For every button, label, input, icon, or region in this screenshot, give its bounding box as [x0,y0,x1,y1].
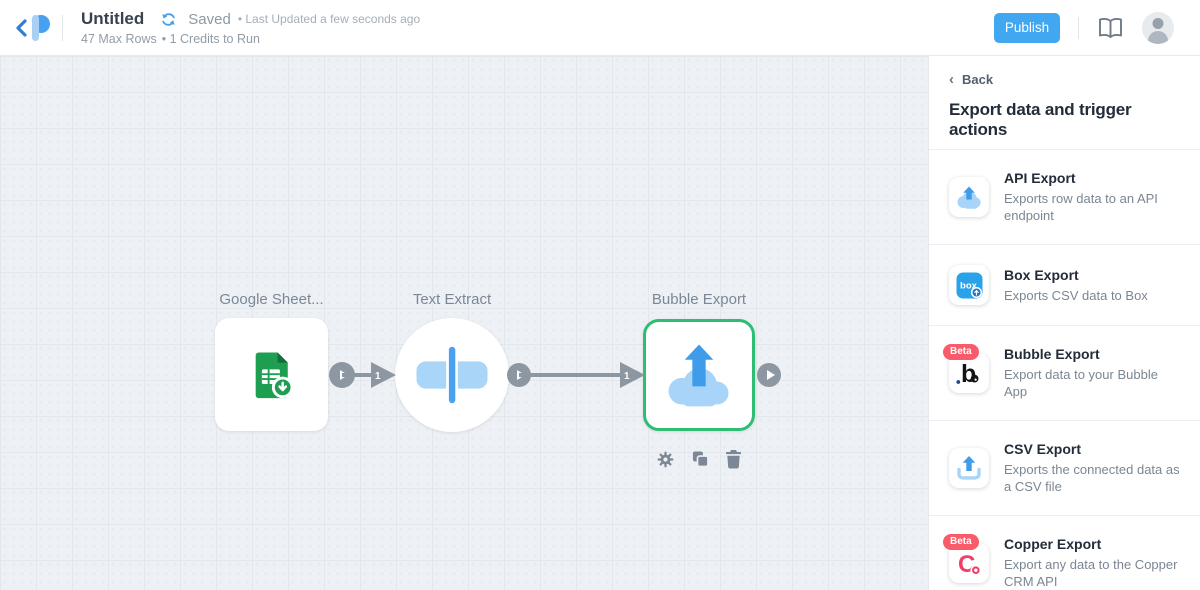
parabola-logo[interactable] [14,13,52,43]
api-export-tile [949,177,989,217]
app-header: Untitled Saved • Last Updated a few seco… [0,0,1200,56]
node-label-google-sheets: Google Sheet... [219,291,324,308]
output-port-bubble-export[interactable] [757,363,781,387]
node-google-sheets[interactable] [215,318,328,431]
credits-text: • 1 Credits to Run [161,32,260,46]
edge-gs-to-te [342,373,374,377]
last-updated-text: • Last Updated a few seconds ago [237,12,421,26]
item-description: Export any data to the Copper CRM API [1004,557,1178,589]
delete-button[interactable] [725,449,742,469]
beta-badge: Beta [943,344,979,360]
panel-divider [929,149,1200,150]
svg-text:box: box [960,280,978,291]
item-description: Exports the connected data as a CSV file [1004,462,1180,494]
node-text-extract[interactable] [395,318,509,432]
list-item-csv-export[interactable]: CSV Export Exports the connected data as… [929,421,1200,516]
trash-icon [726,449,741,469]
parabola-logo-icon [16,14,50,41]
book-icon [1099,17,1122,38]
flow-meta: 47 Max Rows • 1 Credits to Run [81,32,420,46]
flow-title-block: Untitled Saved • Last Updated a few seco… [81,9,420,46]
item-title: Copper Export [1004,536,1102,552]
cloud-upload-icon [668,344,729,407]
settings-button[interactable] [656,450,675,469]
edge-te-to-bubble [519,373,622,377]
box-export-tile: box [949,265,989,305]
list-item-copper-export[interactable]: Beta C Copper Export Export any data to … [929,516,1200,590]
edge-count-1: 1 [375,371,381,382]
node-label-text-extract: Text Extract [412,291,492,308]
google-sheets-icon [255,352,293,398]
back-label: Back [962,72,994,87]
flow-title[interactable]: Untitled [81,9,145,28]
node-bubble-export[interactable] [643,319,755,431]
gear-icon [657,451,674,467]
item-description: Exports CSV data to Box [1004,287,1148,303]
chevron-left-icon: ‹ [949,71,954,88]
export-panel: ‹ Back Export data and trigger actions [928,56,1200,590]
header-divider [62,14,63,41]
duplicate-icon [692,451,709,468]
item-title: API Export [1004,170,1076,186]
list-item-box-export[interactable]: box Box Export Exports CSV data to Box [929,245,1200,326]
bubble-export-icon: b [956,360,979,387]
edge-count-2: 1 [624,371,630,382]
publish-button[interactable]: Publish [994,12,1060,43]
api-export-icon [957,186,981,209]
beta-badge: Beta [943,534,979,550]
flow-canvas[interactable]: Google Sheet... Text Extract Bubble Expo… [0,56,928,590]
avatar-head [1152,17,1164,29]
node-action-toolbar [656,449,742,469]
header-divider-right [1078,16,1079,39]
edge-arrowhead-2: 1 [620,362,645,388]
copper-export-tile: Beta C [943,534,989,583]
back-button[interactable]: ‹ Back [929,56,1200,87]
list-item-api-export[interactable]: API Export Exports row data to an API en… [929,150,1200,245]
item-title: Bubble Export [1004,346,1100,362]
copper-export-icon: C [958,551,981,577]
bubble-export-tile: Beta b [943,344,989,393]
panel-title: Export data and trigger actions [949,100,1132,139]
text-extract-icon [416,346,488,404]
avatar[interactable] [1142,11,1174,44]
max-rows-text: 47 Max Rows [81,32,157,46]
docs-button[interactable] [1097,17,1124,39]
saved-status: Saved [188,10,231,28]
node-label-bubble-export: Bubble Export [651,291,747,308]
item-description: Export data to your Bubble App [1004,367,1158,399]
duplicate-button[interactable] [690,449,710,469]
item-title: Box Export [1004,266,1079,283]
sync-icon [160,11,177,28]
item-description: Exports row data to an API endpoint [1004,191,1158,223]
svg-text:b: b [961,360,976,387]
csv-export-icon [957,456,981,480]
csv-export-tile [949,448,989,488]
avatar-body [1148,30,1168,44]
edge-arrowhead-1: 1 [371,362,396,388]
box-export-icon: box [956,272,982,298]
list-item-bubble-export[interactable]: Beta b Bubble Export Export data to your… [929,326,1200,421]
item-title: CSV Export [1004,441,1082,457]
